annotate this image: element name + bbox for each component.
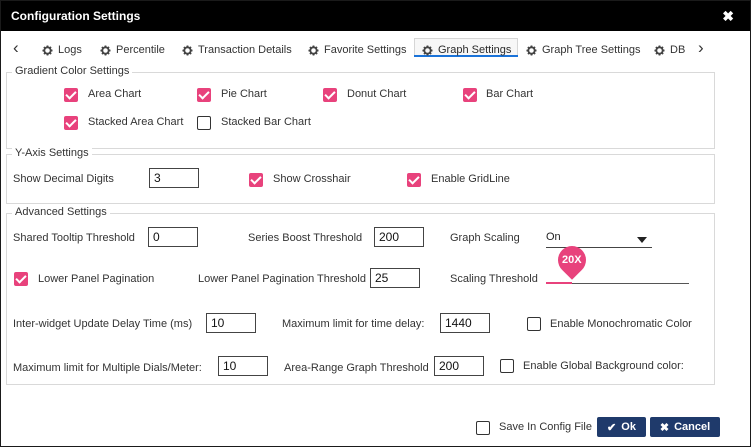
bar-chart-label: Bar Chart [486, 88, 534, 100]
boost-threshold-label: Series Boost Threshold [248, 232, 363, 244]
slider-value: 20X [562, 254, 582, 267]
stacked-bar-chart-checkbox[interactable] [197, 116, 211, 130]
lower-pagination-checkbox[interactable] [14, 272, 28, 286]
tabs-next-arrow[interactable]: › [698, 38, 704, 57]
slider-fill [546, 282, 572, 284]
gear-icon [182, 44, 193, 56]
scaling-threshold-slider[interactable] [546, 283, 689, 284]
stacked-area-chart-checkbox[interactable] [64, 116, 78, 130]
tab-label: Favorite Settings [324, 44, 407, 56]
section-legend: Y-Axis Settings [12, 147, 92, 159]
crosshair-checkbox[interactable] [249, 173, 263, 187]
scaling-threshold-label: Scaling Threshold [450, 273, 538, 285]
monochrome-label: Enable Monochromatic Color [550, 318, 692, 330]
tooltip-threshold-input[interactable] [148, 227, 198, 247]
area-range-input[interactable] [434, 356, 484, 376]
gradient-color-section [6, 72, 715, 149]
gridline-label: Enable GridLine [431, 173, 510, 185]
close-icon: ✖ [659, 421, 670, 434]
global-background-checkbox[interactable] [500, 359, 514, 373]
max-delay-label: Maximum limit for time delay: [282, 318, 425, 330]
tab-label: Graph Settings [438, 44, 512, 56]
gear-icon [42, 44, 53, 56]
save-config-checkbox[interactable] [476, 421, 490, 435]
donut-chart-label: Donut Chart [347, 88, 407, 100]
lower-threshold-input[interactable] [370, 268, 420, 288]
tab-db[interactable]: DB [653, 41, 685, 59]
delay-time-input[interactable] [206, 313, 256, 333]
gear-icon [422, 44, 433, 56]
tab-label: Logs [58, 44, 82, 56]
global-background-label: Enable Global Background color: [523, 360, 684, 372]
section-legend: Gradient Color Settings [12, 65, 133, 77]
decimal-digits-label: Show Decimal Digits [13, 173, 114, 185]
gear-icon [308, 44, 319, 56]
decimal-digits-input[interactable] [149, 168, 199, 188]
area-range-label: Area-Range Graph Threshold [284, 362, 429, 374]
cancel-label: Cancel [674, 421, 711, 433]
max-delay-input[interactable] [440, 313, 490, 333]
boost-threshold-input[interactable] [374, 227, 424, 247]
dialog-title: Configuration Settings [11, 9, 141, 23]
gridline-checkbox[interactable] [407, 173, 421, 187]
tab-label: Graph Tree Settings [542, 44, 641, 56]
check-icon: ✔ [607, 421, 617, 434]
tab-transaction-details[interactable]: Transaction Details [181, 41, 292, 59]
tab-favorite-settings[interactable]: Favorite Settings [307, 41, 407, 59]
lower-pagination-label: Lower Panel Pagination [38, 273, 155, 285]
graph-scaling-label: Graph Scaling [450, 232, 520, 244]
tab-label: Percentile [116, 44, 165, 56]
active-tab-background [414, 38, 518, 57]
crosshair-label: Show Crosshair [273, 173, 351, 185]
ok-button[interactable]: ✔ Ok [597, 417, 646, 437]
cancel-button[interactable]: ✖ Cancel [650, 417, 720, 437]
section-legend: Advanced Settings [12, 206, 110, 218]
title-bar: Configuration Settings ✖ [1, 1, 750, 31]
graph-scaling-select[interactable]: On [546, 231, 652, 248]
tab-percentile[interactable]: Percentile [99, 41, 165, 59]
pie-chart-checkbox[interactable] [197, 88, 211, 102]
dials-limit-label: Maximum limit for Multiple Dials/Meter: [13, 362, 202, 374]
gear-icon [100, 44, 111, 56]
tab-graph-settings[interactable]: Graph Settings [421, 41, 511, 59]
bar-chart-checkbox[interactable] [463, 88, 477, 102]
advanced-section [6, 213, 715, 385]
monochrome-checkbox[interactable] [527, 317, 541, 331]
y-axis-section [6, 154, 715, 204]
dials-limit-input[interactable] [218, 356, 268, 376]
area-chart-checkbox[interactable] [64, 88, 78, 102]
donut-chart-checkbox[interactable] [323, 88, 337, 102]
delay-time-label: Inter-widget Update Delay Time (ms) [13, 318, 193, 330]
tab-label: DB [670, 44, 686, 56]
ok-label: Ok [621, 421, 636, 433]
tabs-prev-arrow[interactable]: ‹ [13, 38, 19, 57]
tab-label: Transaction Details [198, 44, 292, 56]
stacked-bar-chart-label: Stacked Bar Chart [221, 116, 311, 128]
active-tab-underline [414, 55, 518, 57]
lower-threshold-label: Lower Panel Pagination Threshold [198, 273, 366, 285]
stacked-area-chart-label: Stacked Area Chart [88, 116, 184, 128]
tab-logs[interactable]: Logs [41, 41, 82, 59]
save-config-label: Save In Config File [499, 421, 592, 433]
pie-chart-label: Pie Chart [221, 88, 267, 100]
tab-bar [1, 31, 750, 61]
tooltip-threshold-label: Shared Tooltip Threshold [13, 232, 135, 244]
gear-icon [526, 44, 537, 56]
area-chart-label: Area Chart [88, 88, 142, 100]
close-icon[interactable]: ✖ [722, 8, 734, 24]
tab-graph-tree-settings[interactable]: Graph Tree Settings [525, 41, 640, 59]
graph-scaling-value: On [546, 231, 561, 243]
chevron-down-icon [637, 237, 647, 243]
gear-icon [654, 44, 665, 56]
